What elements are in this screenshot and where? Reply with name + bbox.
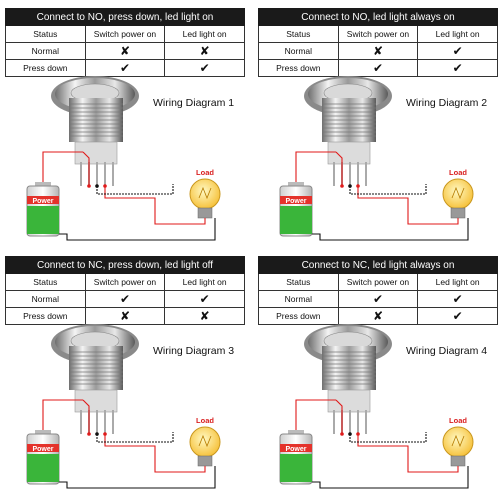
- status-table: Connect to NC, led light always on Statu…: [258, 256, 498, 325]
- wires: [295, 151, 469, 241]
- panel-nc-always: Connect to NC, led light always on Statu…: [258, 256, 498, 496]
- wiring-scene: Power Load: [26, 76, 221, 241]
- status-cell: Press down: [5, 59, 86, 77]
- load-label: Load: [196, 168, 214, 177]
- column-header: Led light on: [164, 273, 245, 291]
- cross-mark-icon: ✘: [164, 42, 245, 60]
- status-cell: Press down: [258, 307, 339, 325]
- push-button-switch: [304, 324, 392, 434]
- status-cell: Normal: [258, 42, 339, 60]
- cross-mark-icon: ✘: [84, 307, 166, 325]
- diagram-title: Wiring Diagram 1: [153, 97, 235, 109]
- table-row: Normal ✔✔: [5, 290, 245, 308]
- light-bulb-icon: Load: [442, 168, 474, 219]
- push-button-switch: [51, 76, 139, 186]
- panel-header: Connect to NO, press down, led light on: [5, 8, 245, 26]
- diagram-title: Wiring Diagram 3: [153, 345, 235, 357]
- status-table: Connect to NC, press down, led light off…: [5, 256, 245, 325]
- status-table: Connect to NO, led light always on Statu…: [258, 8, 498, 77]
- column-header: Switch power on: [84, 25, 166, 43]
- wires: [42, 399, 216, 489]
- column-header: Switch power on: [337, 25, 419, 43]
- load-label: Load: [196, 416, 214, 425]
- power-label: Power: [285, 446, 306, 453]
- light-bulb-icon: Load: [189, 168, 221, 219]
- check-mark-icon: ✔: [417, 307, 498, 325]
- panel-no-press: Connect to NO, press down, led light on …: [5, 8, 245, 248]
- column-header: Status: [5, 25, 86, 43]
- terminal-dots: [87, 184, 107, 188]
- cross-mark-icon: ✘: [337, 307, 419, 325]
- load-label: Load: [449, 416, 467, 425]
- status-cell: Normal: [5, 42, 86, 60]
- column-header: Led light on: [164, 25, 245, 43]
- cross-mark-icon: ✘: [337, 42, 419, 60]
- column-header: Status: [258, 25, 339, 43]
- diagram-title: Wiring Diagram 2: [406, 97, 488, 109]
- light-bulb-icon: Load: [189, 416, 221, 467]
- cross-mark-icon: ✘: [164, 307, 245, 325]
- battery-icon: Power: [279, 182, 313, 237]
- terminal-dots: [87, 432, 107, 436]
- column-header: Status: [5, 273, 86, 291]
- check-mark-icon: ✔: [164, 290, 245, 308]
- check-mark-icon: ✔: [417, 59, 498, 77]
- panel-nc-press: Connect to NC, press down, led light off…: [5, 256, 245, 496]
- table-row: Normal ✘✘: [5, 42, 245, 60]
- wiring-scene: Power Load: [279, 76, 474, 241]
- power-label: Power: [32, 198, 53, 205]
- power-label: Power: [285, 198, 306, 205]
- check-mark-icon: ✔: [417, 42, 498, 60]
- battery-icon: Power: [279, 430, 313, 485]
- wiring-scene: Power Load: [279, 324, 474, 489]
- status-cell: Normal: [5, 290, 86, 308]
- light-bulb-icon: Load: [442, 416, 474, 467]
- wires: [295, 399, 469, 489]
- battery-icon: Power: [26, 430, 60, 485]
- power-label: Power: [32, 446, 53, 453]
- push-button-switch: [304, 76, 392, 186]
- status-table: Connect to NO, press down, led light on …: [5, 8, 245, 77]
- terminal-dots: [340, 432, 360, 436]
- check-mark-icon: ✔: [84, 290, 166, 308]
- table-row: Normal ✘✔: [258, 42, 498, 60]
- column-header: Status: [258, 273, 339, 291]
- status-cell: Press down: [258, 59, 339, 77]
- column-header: Led light on: [417, 273, 498, 291]
- panel-no-always: Connect to NO, led light always on Statu…: [258, 8, 498, 248]
- check-mark-icon: ✔: [337, 290, 419, 308]
- battery-icon: Power: [26, 182, 60, 237]
- table-row: Normal ✔✔: [258, 290, 498, 308]
- column-header: Switch power on: [84, 273, 166, 291]
- terminal-dots: [340, 184, 360, 188]
- panel-header: Connect to NC, press down, led light off: [5, 256, 245, 274]
- wires: [42, 151, 216, 241]
- table-row: Press down ✔✔: [258, 59, 498, 77]
- panel-header: Connect to NC, led light always on: [258, 256, 498, 274]
- check-mark-icon: ✔: [417, 290, 498, 308]
- status-cell: Normal: [258, 290, 339, 308]
- column-header: Switch power on: [337, 273, 419, 291]
- diagram-title: Wiring Diagram 4: [406, 345, 488, 357]
- check-mark-icon: ✔: [164, 59, 245, 77]
- table-row: Press down ✔✔: [5, 59, 245, 77]
- push-button-switch: [51, 324, 139, 434]
- cross-mark-icon: ✘: [84, 42, 166, 60]
- table-row: Press down ✘✘: [5, 307, 245, 325]
- table-row: Press down ✘✔: [258, 307, 498, 325]
- column-header: Led light on: [417, 25, 498, 43]
- load-label: Load: [449, 168, 467, 177]
- wiring-scene: Power Load: [26, 324, 221, 489]
- panel-header: Connect to NO, led light always on: [258, 8, 498, 26]
